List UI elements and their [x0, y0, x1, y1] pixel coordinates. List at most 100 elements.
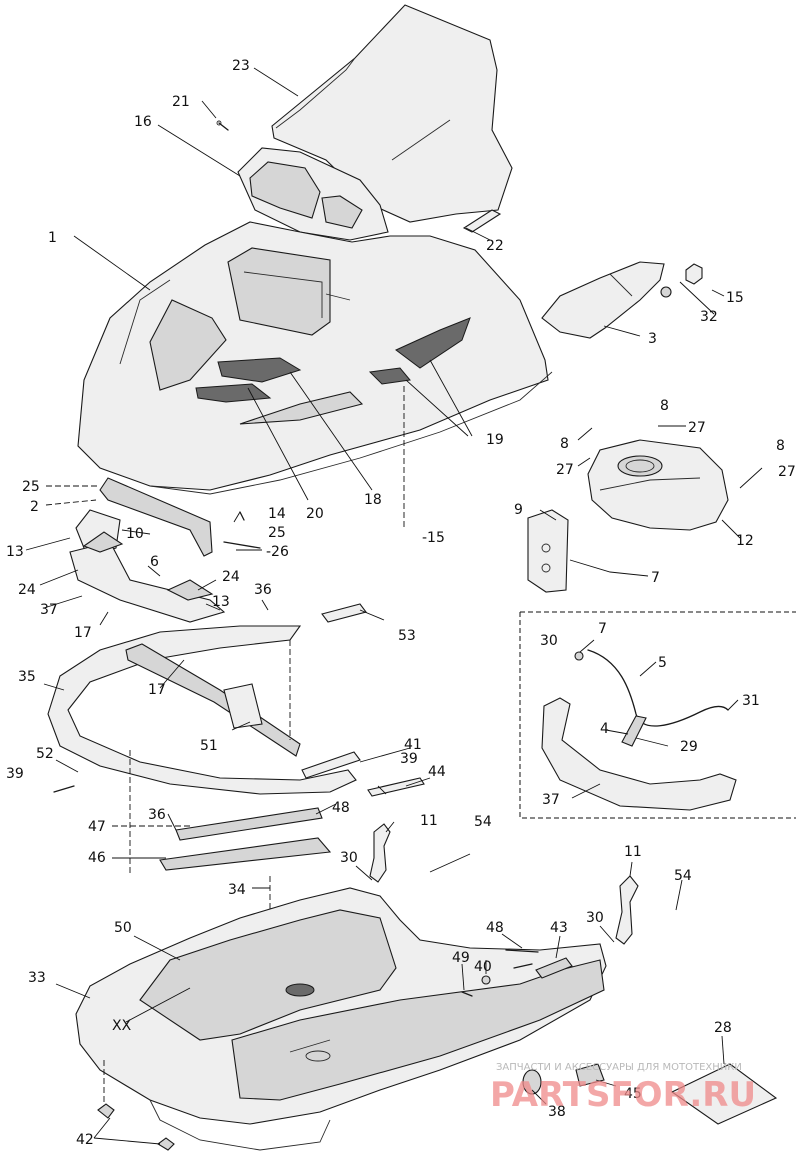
callout-21: 21 [172, 94, 190, 110]
watermark: ЗАПЧАСТИ И АКСЕССУАРЫ ДЛЯ МОТОТЕХНИКИ PA… [490, 1062, 756, 1115]
callout-3: 3 [648, 331, 657, 347]
nut-15-32 [660, 263, 703, 298]
callout-8c: 8 [776, 438, 785, 454]
callout-17b: 17 [148, 682, 166, 698]
callout-49: 49 [452, 950, 470, 966]
callout-30c: 30 [586, 910, 604, 926]
callout-43: 43 [550, 920, 568, 936]
callout-24a: 24 [18, 582, 36, 598]
callout-30b: 30 [340, 850, 358, 866]
callout-11a: 11 [624, 844, 642, 860]
callout-24b: 24 [222, 569, 240, 585]
callout-8a: 8 [660, 398, 669, 414]
callout-labels: 1 2 3 4 5 6 7 7 8 8 8 9 10 11 11 12 13 1… [6, 58, 796, 1148]
callout-12: 12 [736, 533, 754, 549]
leader-lines [25, 67, 763, 1145]
bracket-9 [527, 509, 569, 593]
callout-27c: 27 [778, 464, 796, 480]
handle-3 [541, 261, 665, 339]
bracket-11-left [369, 823, 391, 883]
callout-9: 9 [514, 502, 523, 518]
callout-46: 46 [88, 850, 106, 866]
front-bumper [47, 625, 357, 795]
callout-36b: 36 [148, 807, 166, 823]
callout-40: 40 [474, 959, 492, 975]
rail-41-44 [53, 751, 425, 797]
callout-48a: 48 [332, 800, 350, 816]
callout-XX: XX [112, 1018, 132, 1034]
console-12 [587, 439, 729, 531]
callout-22: 22 [486, 238, 504, 254]
hood [77, 221, 553, 495]
callout-6: 6 [150, 554, 159, 570]
callout-52: 52 [36, 746, 54, 762]
callout-50: 50 [114, 920, 132, 936]
callout-2: 2 [30, 499, 39, 515]
callout-39b: 39 [400, 751, 418, 767]
bracket-11-right [615, 875, 639, 945]
callout-29: 29 [680, 739, 698, 755]
callout-32: 32 [700, 309, 718, 325]
watermark-tagline: ЗАПЧАСТИ И АКСЕССУАРЫ ДЛЯ МОТОТЕХНИКИ [496, 1062, 742, 1073]
callout-37b: 37 [542, 792, 560, 808]
callout-16: 16 [134, 114, 152, 130]
callout-54a: 54 [474, 814, 492, 830]
callout-45: 45 [624, 1086, 642, 1102]
callout-15a: 15 [726, 290, 744, 306]
callout-34: 34 [228, 882, 246, 898]
callout-27b: 27 [556, 462, 574, 478]
bar-51 [125, 643, 301, 757]
callout-44: 44 [428, 764, 446, 780]
callout-48b: 48 [486, 920, 504, 936]
callout-18: 18 [364, 492, 382, 508]
callout-13b: 13 [212, 594, 230, 610]
callout-37a: 37 [40, 602, 58, 618]
rivets-42 [97, 1103, 175, 1151]
callout-39a: 39 [6, 766, 24, 782]
callout-42: 42 [76, 1132, 94, 1148]
screw-21 [216, 120, 229, 131]
instrument-panel [237, 147, 389, 241]
callout-11b: 11 [420, 813, 438, 829]
callout-35: 35 [18, 669, 36, 685]
inset-cable-assembly [519, 611, 796, 819]
rails-46-47 [159, 807, 332, 871]
callout-25a: 25 [22, 479, 40, 495]
callout-7a: 7 [651, 570, 660, 586]
callout-19: 19 [486, 432, 504, 448]
callout-41: 41 [404, 737, 422, 753]
cover-28 [670, 1063, 778, 1125]
watermark-brand: PARTSFOR.RU [490, 1075, 756, 1115]
callout-13a: 13 [6, 544, 24, 560]
callout-51: 51 [200, 738, 218, 754]
callout-54b: 54 [674, 868, 692, 884]
callout-47: 47 [88, 819, 106, 835]
callout-20: 20 [306, 506, 324, 522]
callout-10: 10 [126, 526, 144, 542]
callout-4: 4 [600, 721, 609, 737]
front-support-frame [69, 477, 261, 623]
callout-7b: 7 [598, 621, 607, 637]
strip-53 [321, 603, 367, 623]
callout-53: 53 [398, 628, 416, 644]
callout-23: 23 [232, 58, 250, 74]
hardware-43-48-49 [461, 949, 573, 997]
bottom-pan [75, 887, 607, 1151]
callout-33: 33 [28, 970, 46, 986]
callout-38: 38 [548, 1104, 566, 1120]
callout-15b: -15 [422, 530, 445, 546]
callout-31: 31 [742, 693, 760, 709]
callout-8b: 8 [560, 436, 569, 452]
callout-36a: 36 [254, 582, 272, 598]
trim-strip-22 [462, 209, 502, 233]
callout-5: 5 [658, 655, 667, 671]
callout-25b: 25 [268, 525, 286, 541]
callout-27a: 27 [688, 420, 706, 436]
callout-17a: 17 [74, 625, 92, 641]
callout-28: 28 [714, 1020, 732, 1036]
callout-26: -26 [266, 544, 289, 560]
callout-1: 1 [48, 230, 57, 246]
callout-14: 14 [268, 506, 286, 522]
callout-30a: 30 [540, 633, 558, 649]
